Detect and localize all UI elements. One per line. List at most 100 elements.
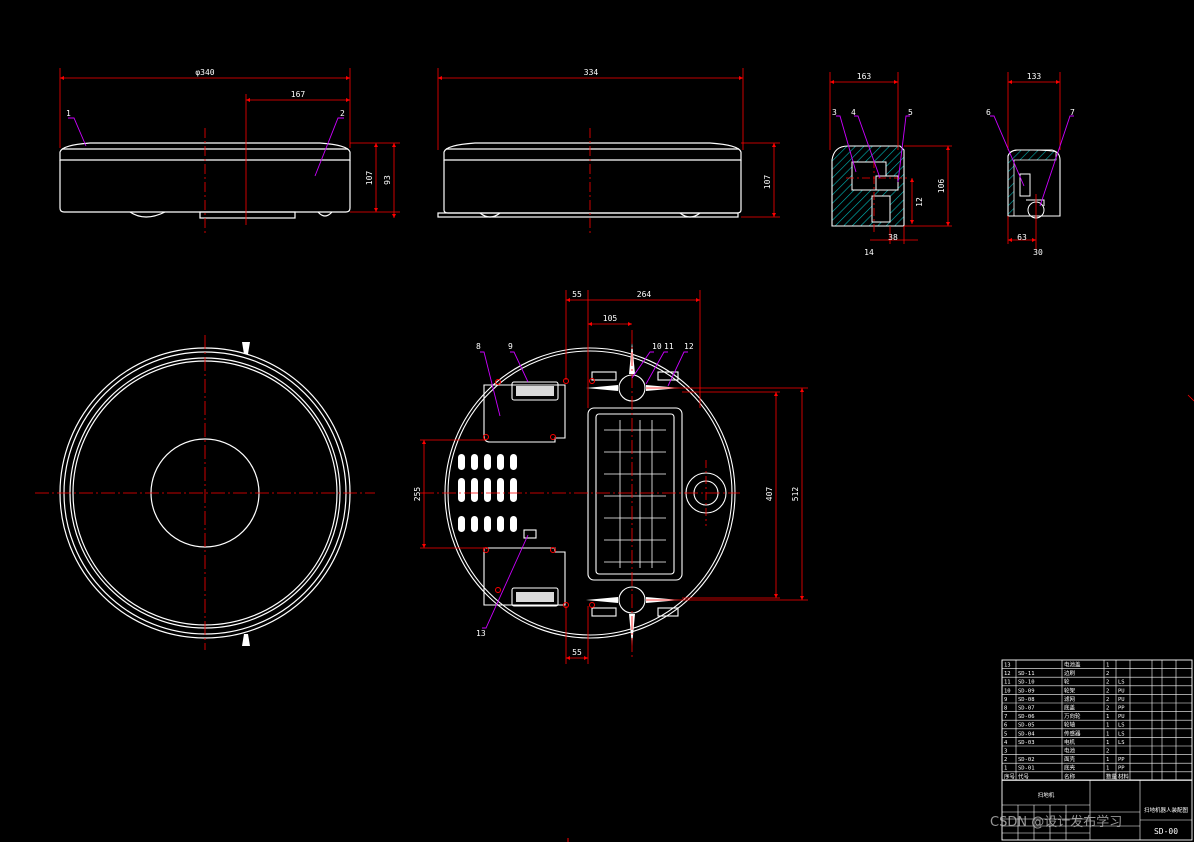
dim-front-height-b: 93 — [383, 175, 392, 185]
dim-bv-inner: 105 — [603, 314, 618, 323]
parts-table-cell: PU — [1118, 688, 1125, 694]
parts-table-cell: SD-01 — [1018, 766, 1035, 772]
direction-arrow-icon — [242, 342, 250, 646]
parts-table-cell: 12 — [1004, 671, 1011, 677]
title-block-drawing-code: SD-00 — [1154, 827, 1178, 836]
dim-side-height: 107 — [763, 175, 772, 190]
parts-table-cell: 电机 — [1064, 738, 1076, 746]
dim-sb-width: 133 — [1027, 72, 1042, 81]
parts-table-cell: SD-06 — [1018, 714, 1035, 720]
dim-sa-width: 163 — [857, 72, 872, 81]
parts-table-header: 名称 — [1064, 772, 1076, 780]
parts-table-cell: 1 — [1004, 766, 1007, 772]
parts-table-cell: 2 — [1106, 749, 1109, 755]
parts-table-header: 数量 — [1106, 772, 1118, 780]
dim-bv-right-a: 407 — [765, 487, 774, 502]
dim-side-width: 334 — [584, 68, 599, 77]
parts-table-cell: 1 — [1106, 757, 1109, 763]
bottom-view: 55 264 105 255 407 512 55 8 9 10 11 12 1… — [413, 290, 1194, 664]
parts-table-cell: 电池盖 — [1064, 661, 1081, 669]
parts-table-cell: SD-02 — [1018, 757, 1035, 763]
callout-12: 12 — [684, 342, 694, 351]
parts-table-cell: LS — [1118, 680, 1125, 686]
parts-table-cell: 轮 — [1064, 678, 1070, 686]
parts-table-cell: 10 — [1004, 688, 1011, 694]
section-a-view: 163 106 12 38 14 3 4 5 — [829, 72, 952, 257]
parts-table-cell: SD-05 — [1018, 723, 1035, 729]
parts-table-cell: 传感器 — [1064, 729, 1081, 737]
callout-3: 3 — [832, 108, 837, 117]
parts-table-cell: 1 — [1106, 663, 1109, 669]
dim-bv-top-a: 55 — [572, 290, 582, 299]
title-block-drawing-title: 扫地机器人装配图 — [1144, 806, 1189, 814]
parts-table-cell: 2 — [1106, 671, 1109, 677]
filter-grille — [516, 386, 554, 602]
callout-10: 10 — [652, 342, 662, 351]
parts-table-header: 材料 — [1118, 772, 1130, 780]
parts-table-cell: PP — [1118, 706, 1125, 712]
watermark: CSDN @设计发布学习 — [990, 814, 1122, 830]
side-brush-icon — [586, 342, 680, 646]
parts-table-cell: 1 — [1106, 714, 1109, 720]
parts-table-header: 代号 — [1018, 772, 1030, 780]
callout-6: 6 — [986, 108, 991, 117]
section-b-view: 133 63 30 6 7 — [986, 72, 1075, 257]
callout-9: 9 — [508, 342, 513, 351]
callout-2: 2 — [340, 109, 345, 118]
dim-bv-bottom: 55 — [572, 648, 582, 657]
parts-table-cell: 2 — [1106, 697, 1109, 703]
dim-front-width: φ340 — [195, 68, 214, 77]
parts-table-cell: 5 — [1004, 731, 1007, 737]
dim-sa-height: 106 — [937, 179, 946, 194]
parts-table-cell: SD-08 — [1018, 697, 1035, 703]
parts-table-cell: LS — [1118, 740, 1125, 746]
parts-table-cell: 滤网 — [1064, 695, 1076, 703]
parts-table-cell: 面壳 — [1064, 755, 1076, 763]
parts-table-cell: SD-07 — [1018, 706, 1035, 712]
parts-table-cell: 4 — [1004, 740, 1008, 746]
parts-table-cell: SD-09 — [1018, 688, 1035, 694]
callout-1: 1 — [66, 109, 71, 118]
parts-table-cell: LS — [1118, 731, 1125, 737]
dim-sb-bottom-b: 30 — [1033, 248, 1043, 257]
title-block-title: 扫地机 — [1038, 791, 1055, 799]
parts-table-cell: SD-03 — [1018, 740, 1035, 746]
callout-4: 4 — [851, 108, 856, 117]
parts-table-cell: 2 — [1106, 688, 1109, 694]
dim-sb-bottom-a: 63 — [1017, 233, 1027, 242]
parts-table-cell: 边刷 — [1064, 669, 1076, 677]
dim-bv-right-b: 512 — [791, 487, 800, 502]
top-view — [35, 335, 375, 650]
front-view: φ340 167 107 93 1 2 — [59, 68, 400, 236]
parts-table-header: 序号 — [1004, 772, 1016, 780]
dim-bv-top-b: 264 — [637, 290, 652, 299]
parts-table-cell: 2 — [1004, 757, 1007, 763]
callout-5: 5 — [908, 108, 913, 117]
callout-13: 13 — [476, 629, 486, 638]
parts-table-cell: LS — [1118, 723, 1125, 729]
parts-table-cell: SD-11 — [1018, 671, 1035, 677]
parts-table-cell: 7 — [1004, 714, 1007, 720]
bottom-vent-slots — [458, 454, 517, 532]
parts-table-cell: PU — [1118, 697, 1125, 703]
parts-table-cell: 底盖 — [1064, 704, 1076, 712]
callout-7: 7 — [1070, 108, 1075, 117]
callout-8: 8 — [476, 342, 481, 351]
parts-table-cell: 1 — [1106, 766, 1109, 772]
parts-table-cell: PP — [1118, 766, 1125, 772]
parts-table-cell: 轮轴 — [1064, 721, 1076, 729]
parts-table-cell: PP — [1118, 757, 1125, 763]
parts-table-cell: 9 — [1004, 697, 1007, 703]
parts-table-cell: 1 — [1106, 731, 1109, 737]
parts-table-cell: 底壳 — [1064, 764, 1076, 772]
parts-table-cell: 电池 — [1064, 747, 1076, 755]
parts-table-cell: 3 — [1004, 749, 1007, 755]
parts-table-cell: 1 — [1106, 740, 1109, 746]
parts-table-cell: 8 — [1004, 706, 1007, 712]
parts-table-cell: 轮架 — [1064, 686, 1076, 694]
parts-table-cell: PU — [1118, 714, 1125, 720]
title-block: 扫地机 扫地机器人装配图 SD-00 — [1001, 779, 1193, 841]
dim-sa-bottom-b: 14 — [864, 248, 874, 257]
